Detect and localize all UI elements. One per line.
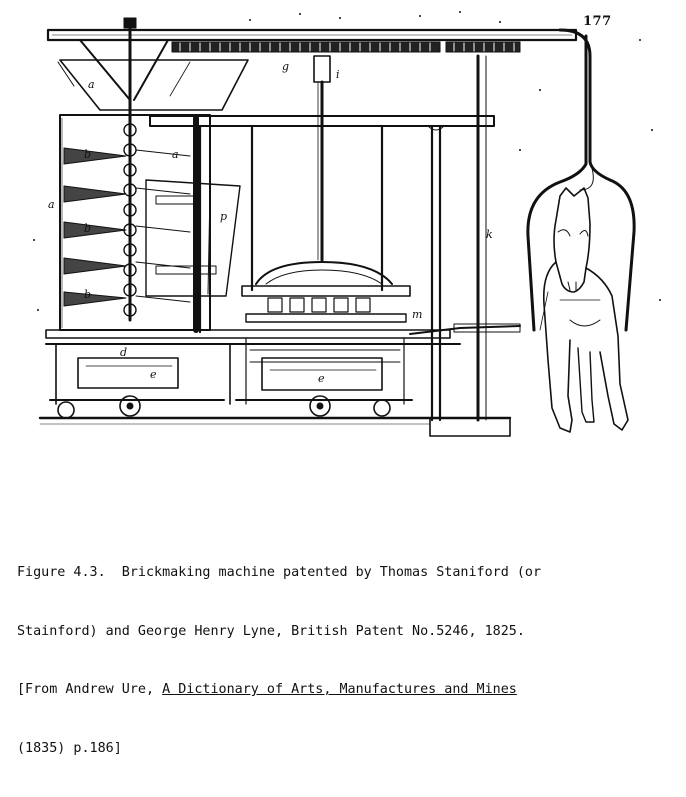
frame-columns [198, 54, 487, 422]
top-beam [46, 28, 578, 42]
label-b-3: b [84, 288, 91, 301]
gear-rack [171, 41, 521, 53]
horse [539, 187, 629, 433]
label-b-2: b [84, 222, 91, 235]
caption-line-4: (1835) p.186] [17, 740, 122, 756]
brick-cart-left [49, 357, 225, 419]
caption-book-title: A Dictionary of Arts, Manufactures and M… [162, 682, 517, 697]
document-page: a g i a b b b a p k m d e e 177 Figure 4… [17, 11, 661, 756]
label-a-mid: a [172, 148, 179, 161]
label-b-1: b [84, 148, 91, 161]
caption-line-2: Stainford) and George Henry Lyne, Britis… [17, 623, 525, 639]
label-p: p [220, 210, 227, 223]
label-g: g [282, 60, 289, 73]
label-e-1: e [150, 368, 157, 381]
press-mould [241, 261, 411, 323]
figure-caption: Figure 4.3. Brickmaking machine patented… [17, 524, 679, 797]
label-m: m [412, 308, 422, 321]
label-d: d [120, 346, 127, 359]
label-a-left: a [48, 198, 55, 211]
caption-source-prefix: [From Andrew Ure, [17, 682, 163, 697]
lower-table [45, 323, 521, 405]
brickmaking-machine-illustration: a g i a b b b a p k m d e e [33, 11, 661, 437]
page-number: 177 [583, 14, 612, 29]
label-e-2: e [318, 372, 325, 385]
caption-line-1: Figure 4.3. Brickmaking machine patented… [17, 565, 542, 580]
side-panel [145, 179, 241, 297]
brick-cart-right [235, 357, 413, 417]
label-k: k [486, 228, 493, 241]
pug-mill-box [59, 114, 211, 333]
caption-line-3: [From Andrew Ure, A Dictionary of Arts, … [17, 680, 679, 700]
ground-base [38, 416, 512, 437]
print-speckles [33, 11, 661, 311]
bucket-chain [123, 17, 137, 322]
label-a-top: a [88, 78, 95, 91]
hopper [57, 39, 249, 111]
screw-piston [313, 55, 331, 262]
label-i: i [336, 68, 340, 81]
